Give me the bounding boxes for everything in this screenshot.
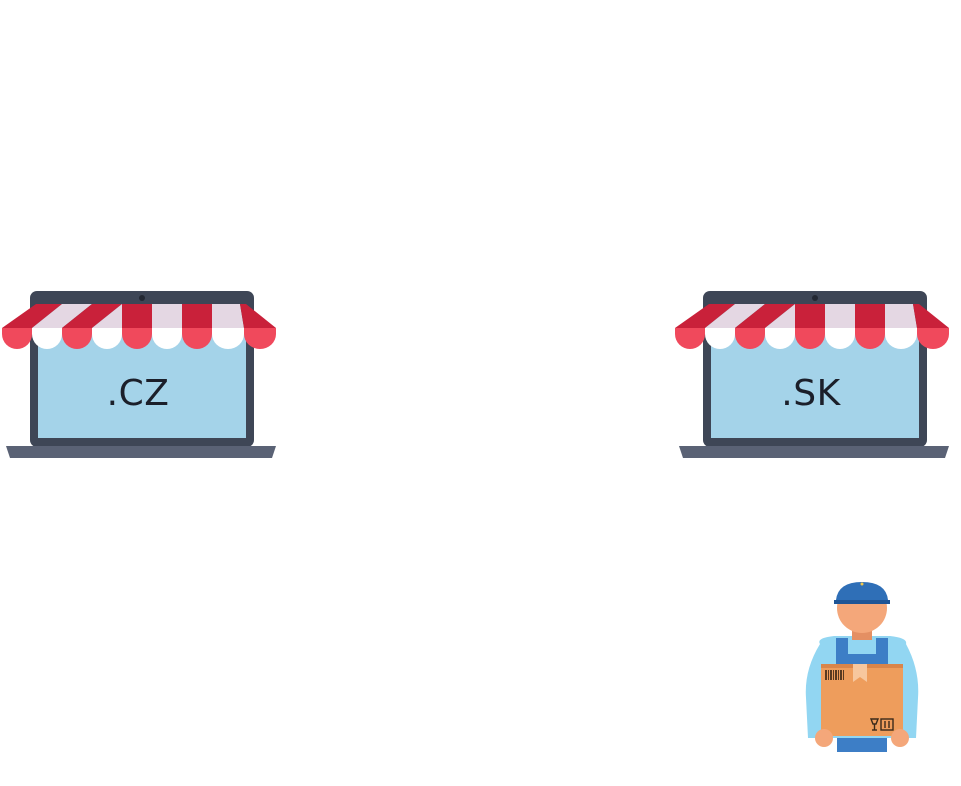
shop-cz: .CZ — [0, 290, 276, 460]
shop-label-sk: .SK — [781, 373, 841, 414]
storefront-laptop-icon — [2, 291, 276, 458]
shop-sk: .SK — [673, 290, 949, 460]
shop-label-cz: .CZ — [106, 373, 170, 414]
delivery-courier-icon — [805, 582, 919, 752]
delivery-courier — [800, 578, 924, 754]
storefront-laptop-icon — [675, 291, 949, 458]
